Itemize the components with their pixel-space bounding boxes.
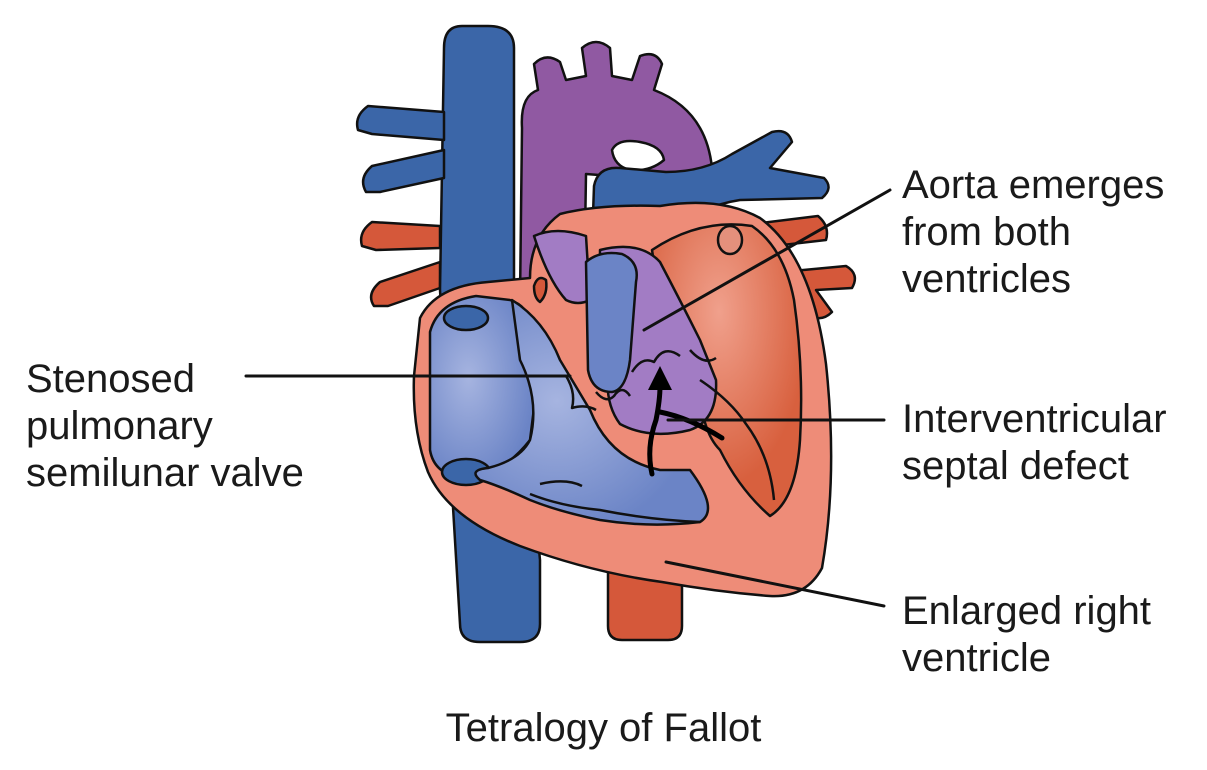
valve-leaflet-2: [595, 388, 632, 401]
valve-leaflet-4: [689, 349, 717, 362]
diagram-caption: Tetralogy of Fallot: [445, 706, 762, 750]
pulmonary-vein-opening: [716, 224, 744, 256]
right-ventricle-floor: [529, 492, 701, 524]
septum-edge: [699, 378, 776, 501]
label-aorta-emerges: Aorta emerges from both ventricles: [902, 163, 1165, 301]
label-septal-defect: Interventricular septal defect: [902, 397, 1167, 488]
leader-enlarged: [664, 560, 886, 608]
blood-flow-arrow: [647, 383, 663, 477]
right-ventricle-inner-curve: [539, 480, 583, 488]
aortic-arch-opening: [610, 139, 666, 172]
blood-flow-arrowhead: [648, 366, 672, 390]
leader-aorta: [642, 188, 892, 332]
valve-leaflet-1: [564, 375, 597, 412]
label-enlarged-ventricle: Enlarged right ventricle: [902, 589, 1152, 680]
right-pulmonary-vein-upper: [355, 104, 446, 142]
label-stenosed-valve: Stenosed pulmonary semilunar valve: [26, 357, 304, 495]
red-accent: [532, 276, 548, 304]
blood-flow-branch: [657, 409, 725, 441]
aorta-root-left: [532, 229, 592, 305]
right-pulmonary-vein-lower: [361, 148, 446, 194]
stenosed-pulmonary-channel: [584, 251, 638, 394]
valve-leaflet-3: [630, 349, 681, 373]
right-pulmonary-artery-upper: [359, 220, 442, 252]
vein-opening-upper: [442, 304, 490, 332]
right-pulmonary-artery-lower: [369, 260, 442, 308]
